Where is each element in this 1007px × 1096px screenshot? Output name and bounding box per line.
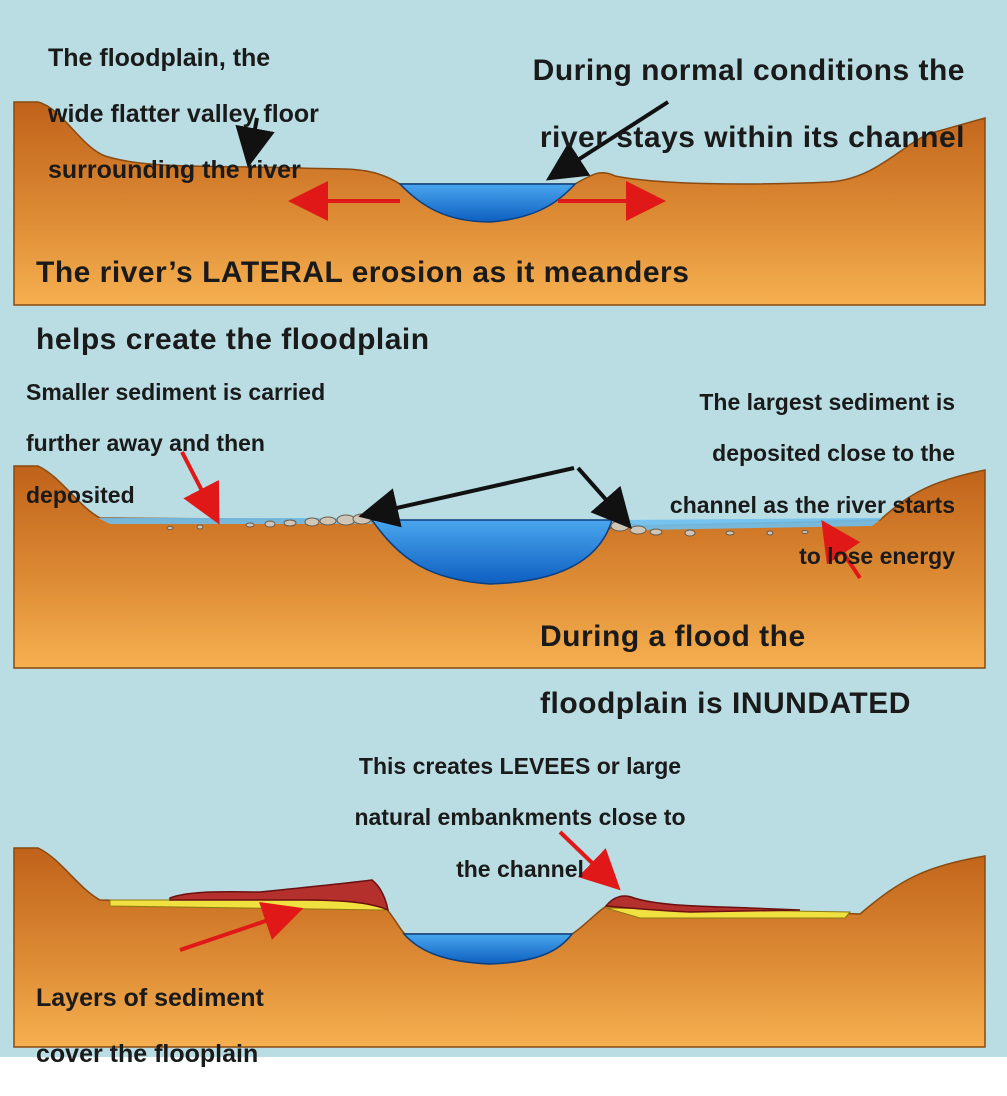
floodplain-label-line-2: wide flatter valley floor	[48, 100, 319, 128]
panel-1-river-channel	[398, 183, 577, 223]
panel-3-levees-label: This creates LEVEES or large natural emb…	[290, 728, 750, 908]
normal-label-line-2: river stays within its channel	[539, 120, 965, 154]
floodplain-label-line-3: surrounding the river	[48, 156, 301, 184]
panel-1-floodplain-label: The floodplain, the wide flatter valley …	[48, 16, 319, 212]
panel-2-red-arrow-smaller-sediment	[180, 451, 220, 525]
panel-2-flood-water-left	[98, 518, 372, 524]
panel-2-red-arrow-inundated	[821, 520, 862, 580]
panel-1-black-arrow-channel	[545, 100, 670, 181]
normal-label-line-1: During normal conditions the	[532, 53, 965, 87]
panel-2-largest-sediment-label: The largest sediment is deposited close …	[670, 364, 955, 596]
floodplain-label-line-1: The floodplain, the	[48, 44, 271, 72]
smaller-label-line-2: further away and then	[26, 430, 265, 457]
panel-2-river-channel	[370, 519, 614, 585]
panel-2-smaller-sediment-label: Smaller sediment is carried further away…	[26, 354, 325, 534]
panel-3-red-arrow-layers	[179, 902, 304, 952]
panel-1-lateral-erosion-label: The river’s LATERAL erosion as it meande…	[36, 222, 689, 390]
lateral-label-line-1: The river’s LATERAL erosion as it meande…	[36, 255, 690, 289]
largest-label-line-1: The largest sediment is	[699, 388, 955, 415]
largest-label-line-2: deposited close to the	[712, 440, 955, 467]
panel-3-layers-sediment-label: Layers of sediment cover the flooplain	[36, 956, 264, 1096]
flood-label-line-1: During a flood the	[540, 619, 806, 653]
levees-label-line-2: natural embankments close to	[354, 804, 686, 831]
layers-label-line-2: cover the flooplain	[36, 1040, 259, 1068]
diagram-canvas	[13, 100, 986, 1048]
lateral-label-line-2: helps create the floodplain	[36, 322, 430, 356]
panel-2-flood-inundated-label: During a flood the floodplain is INUNDAT…	[540, 586, 911, 754]
panel-1-normal-conditions-label: During normal conditions the river stays…	[533, 20, 965, 188]
smaller-label-line-3: deposited	[26, 481, 135, 508]
levees-label-line-1: This creates LEVEES or large	[358, 752, 682, 779]
panel-2-black-arrow-right-deposit	[576, 466, 632, 529]
panel-3-red-arrow-levee	[558, 830, 621, 891]
levees-label-line-3: the channel	[456, 855, 584, 882]
panel-3-river-channel	[402, 933, 574, 965]
largest-label-line-4: to lose energy	[799, 543, 955, 570]
smaller-label-line-1: Smaller sediment is carried	[26, 378, 326, 405]
panel-2-flood-water-right	[612, 518, 882, 530]
panel-2-flood	[13, 451, 986, 669]
layers-label-line-1: Layers of sediment	[36, 984, 264, 1012]
largest-label-line-3: channel as the river starts	[669, 491, 955, 518]
panel-1-black-arrow-floodplain	[235, 117, 275, 168]
panel-3-levees	[13, 830, 986, 1048]
flood-label-line-2: floodplain is INUNDATED	[540, 686, 911, 720]
panel-2-black-arrow-left-deposit	[358, 466, 575, 528]
floodplain-diagram: The floodplain, the wide flatter valley …	[0, 0, 1007, 1068]
panel-3-levee-right	[604, 895, 801, 913]
panel-1-normal-conditions	[13, 100, 986, 306]
panel-3-levee-left	[169, 879, 390, 912]
